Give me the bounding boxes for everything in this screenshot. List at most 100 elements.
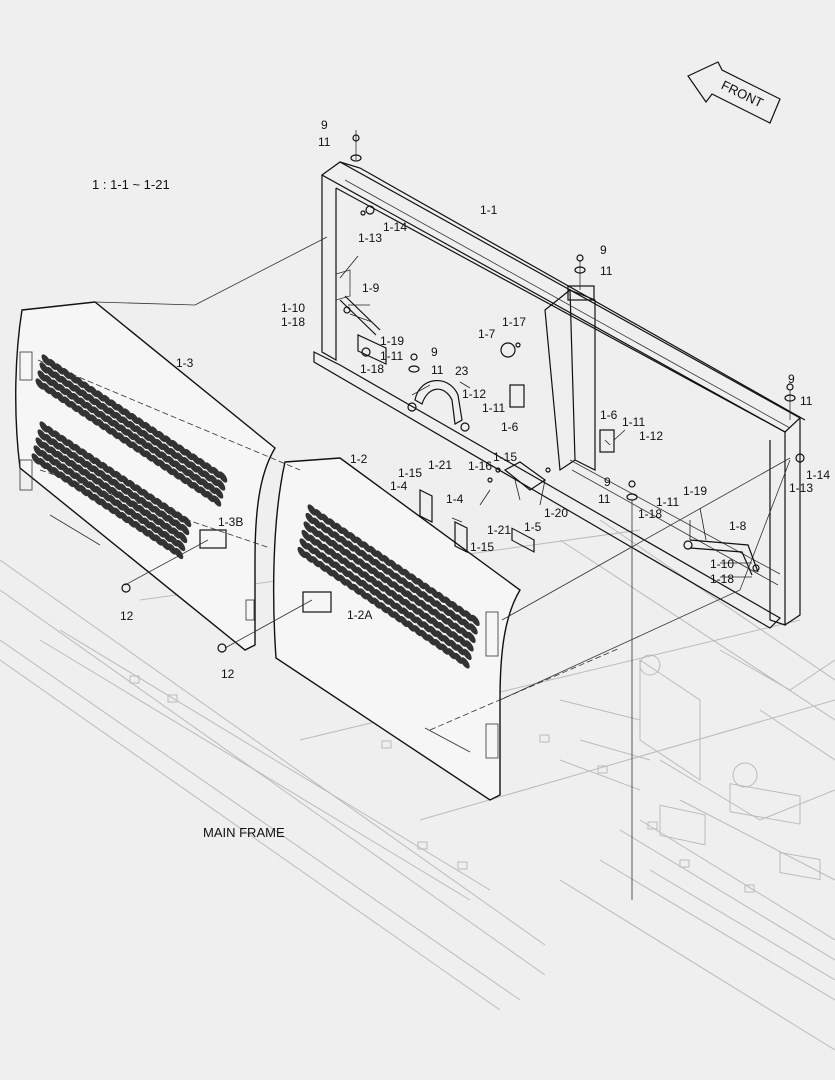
louver-slot bbox=[310, 526, 320, 538]
louver-slot bbox=[365, 592, 375, 605]
louver-slot bbox=[405, 590, 415, 602]
callout: 1-14 bbox=[383, 220, 407, 234]
louver-slot bbox=[305, 512, 315, 525]
louver-slot bbox=[440, 643, 450, 655]
louver-slot bbox=[437, 621, 447, 634]
louver-slot bbox=[144, 509, 154, 521]
louver-slot bbox=[380, 563, 390, 575]
louver-slot bbox=[113, 507, 123, 519]
louver-slot bbox=[157, 518, 167, 530]
louver-slots-upper-left bbox=[35, 354, 228, 507]
callout: 1-15 bbox=[470, 540, 494, 554]
louver-slot bbox=[153, 446, 163, 459]
louver-slot bbox=[177, 444, 187, 456]
louver-slot bbox=[83, 468, 93, 481]
louver-slot bbox=[163, 435, 173, 447]
louver-slot bbox=[108, 494, 118, 507]
louver-slot bbox=[362, 571, 372, 583]
louver-slot bbox=[159, 510, 169, 522]
louver-slot bbox=[334, 522, 344, 534]
louver-slot bbox=[123, 495, 133, 508]
louver-slot bbox=[451, 631, 461, 643]
louver-slot bbox=[57, 383, 67, 396]
callout: 9 bbox=[604, 475, 611, 489]
callout: 1-19 bbox=[380, 334, 404, 348]
louver-slot bbox=[372, 597, 382, 609]
louver-slot bbox=[136, 417, 146, 429]
louver-slot bbox=[184, 448, 194, 461]
louver-slot bbox=[193, 473, 203, 486]
louver-slot bbox=[96, 477, 106, 490]
louver-slot bbox=[389, 589, 399, 601]
louver-slot bbox=[151, 454, 161, 467]
louver-slot bbox=[110, 486, 120, 499]
callout: 1-18 bbox=[360, 362, 384, 376]
louver-slot bbox=[328, 548, 338, 560]
louver-slot bbox=[153, 505, 163, 518]
louver-slot bbox=[130, 441, 140, 453]
louver-slot bbox=[374, 589, 384, 601]
louver-slot bbox=[40, 449, 50, 462]
louver-slot bbox=[391, 581, 401, 593]
louver-slot bbox=[450, 601, 460, 613]
louver-slot bbox=[37, 429, 47, 441]
louver-slot bbox=[60, 463, 70, 475]
louver-slot bbox=[148, 434, 158, 446]
louver-slot bbox=[441, 604, 451, 617]
louver-slot bbox=[62, 455, 72, 467]
louver-slot bbox=[417, 608, 427, 620]
louver-slot bbox=[421, 621, 431, 633]
callout: 11 bbox=[800, 394, 813, 408]
louver-slot bbox=[98, 410, 108, 423]
louver-slot bbox=[376, 580, 386, 592]
louver-slot bbox=[455, 614, 465, 626]
louver-slot bbox=[85, 460, 95, 473]
louver-slot bbox=[132, 433, 142, 445]
louver-slot bbox=[114, 470, 124, 483]
louver-slot bbox=[91, 406, 101, 418]
louver-slot bbox=[394, 602, 404, 614]
louver-slot bbox=[53, 430, 63, 442]
louver-slot bbox=[64, 388, 74, 400]
louver-slot bbox=[379, 602, 389, 614]
louver-slot bbox=[468, 623, 478, 635]
louver-slot bbox=[304, 551, 314, 563]
louver-slot bbox=[149, 521, 159, 534]
louver-slot bbox=[396, 594, 406, 606]
louver-slot bbox=[180, 523, 190, 536]
louver-slot bbox=[112, 419, 122, 432]
callout: 1-6 bbox=[600, 408, 618, 422]
louver-slot bbox=[392, 611, 402, 623]
louver-slot bbox=[349, 562, 359, 574]
louver-slot bbox=[51, 379, 61, 391]
louver-slot bbox=[74, 472, 84, 484]
callout-labels: 9 11 1-1 1-13 1-14 9 11 1-9 1-10 1-18 1-… bbox=[120, 118, 830, 681]
louver-slot bbox=[387, 598, 397, 610]
louver-slot bbox=[455, 644, 465, 656]
louver-slot bbox=[140, 525, 150, 537]
louver-slot bbox=[216, 479, 226, 491]
louver-slot bbox=[146, 442, 156, 454]
louver-slot bbox=[389, 559, 399, 571]
louver-slot bbox=[197, 457, 207, 470]
main-frame-structure bbox=[0, 519, 835, 1051]
louver-slot bbox=[385, 576, 395, 588]
louver-slot bbox=[45, 462, 55, 474]
louver-slot bbox=[353, 575, 363, 587]
louver-slot bbox=[103, 423, 113, 435]
louver-slot bbox=[72, 480, 82, 492]
callout: 9 bbox=[321, 118, 328, 132]
louver-slot bbox=[301, 529, 311, 542]
louver-slot bbox=[333, 561, 343, 573]
callout: 12 bbox=[221, 667, 235, 681]
louver-slot bbox=[112, 478, 122, 491]
louver-slot bbox=[187, 469, 197, 481]
louver-slot bbox=[433, 638, 443, 651]
louver-slot bbox=[399, 615, 409, 628]
front-direction-arrow: FRONT bbox=[687, 61, 781, 124]
callout: 1-15 bbox=[398, 466, 422, 480]
louver-slot bbox=[107, 407, 117, 419]
louver-slot bbox=[419, 599, 429, 611]
louver-slot bbox=[436, 591, 446, 603]
